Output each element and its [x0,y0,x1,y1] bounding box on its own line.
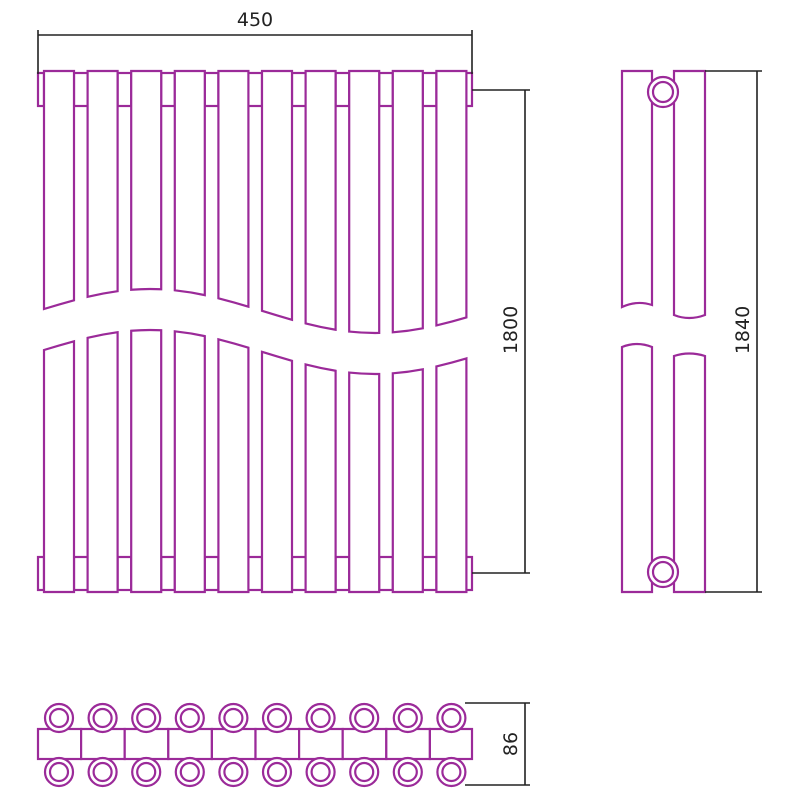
total-height-label: 1840 [732,306,754,354]
radiator-tube-lower [348,371,381,594]
pipe-connection-inner [651,80,675,104]
section-body [341,727,388,761]
header-connector [72,555,89,592]
section-body [385,727,431,761]
total-height-dimension: 1840 [705,70,762,593]
radiator-tube-upper [130,69,163,291]
tube-section-inner [310,707,331,729]
width-dimension: 450 [37,9,473,74]
radiator-tube-lower [130,328,163,594]
radiator-tube-upper [435,69,468,327]
header-connector [247,555,264,592]
tube-section-inner [223,761,244,783]
tube-section-inner [179,761,200,783]
depth-label: 86 [500,732,522,756]
header-connector [247,71,264,108]
tube-section-inner [310,761,331,783]
radiator-tube-lower [435,356,468,594]
tube-section-inner [397,707,418,729]
tube-section-inner [266,761,288,783]
tube-section-inner [441,761,462,783]
header-connector [290,71,307,108]
radiator-tube-upper [348,69,381,335]
radiator-tube-upper [86,69,119,299]
section-body [298,727,344,761]
bottom-view [36,702,474,788]
header-connector [334,71,351,108]
side-tube-upper [620,69,654,309]
tube-section-inner [266,707,288,729]
header-connector [334,555,351,592]
radiator-tube-lower [217,337,250,594]
header-connector [421,555,438,592]
radiator-tube-upper [304,69,337,332]
axis-height-label: 1800 [500,306,522,354]
header-connector [378,555,394,592]
section-body [254,727,301,761]
radiator-tube-upper [217,69,250,309]
radiator-tube-upper [391,69,424,334]
section-body [123,727,170,761]
tube-section-inner [397,761,418,783]
tube-section-inner [48,761,70,783]
header-connector [160,71,176,108]
header-connector [160,555,176,592]
tube-section-inner [136,761,157,783]
header-connector [72,71,89,108]
header-connector [116,71,133,108]
radiator-tube-upper [173,69,206,297]
header-connector [421,71,438,108]
header-connector [203,71,220,108]
section-body [167,727,214,761]
radiator-tube-lower [304,363,337,594]
side-tube-upper [672,69,707,320]
radiator-tube-lower [260,350,294,594]
width-label: 450 [237,9,273,31]
radiator-tube-lower [86,330,119,594]
header-connector [116,555,133,592]
tube-section-inner [92,761,113,783]
axis-height-dimension: 1800 [472,89,530,574]
header-connector [378,71,394,108]
tube-section-inner [92,707,113,729]
tube-section-inner [441,707,462,729]
side-view [620,69,707,594]
section-body [210,727,257,761]
side-tube-lower [620,342,654,594]
depth-dimension: 86 [465,702,530,786]
tube-section-inner [354,707,375,729]
tube-section-inner [354,761,375,783]
radiator-tube-upper [42,69,76,311]
tube-section-inner [223,707,244,729]
pipe-connection-inner [651,560,675,584]
tube-section-inner [136,707,157,729]
radiator-tube-upper [260,69,294,322]
radiator-tube-lower [391,367,424,594]
side-tube-lower [672,352,707,594]
section-body [79,727,126,761]
radiator-tube-lower [173,330,206,594]
tube-section-inner [179,707,200,729]
header-connector [290,555,307,592]
radiator-tube-lower [42,339,76,594]
front-view [36,69,474,594]
section-body [36,727,83,761]
tube-section-inner [48,707,70,729]
header-connector [203,555,220,592]
section-body [428,727,474,761]
